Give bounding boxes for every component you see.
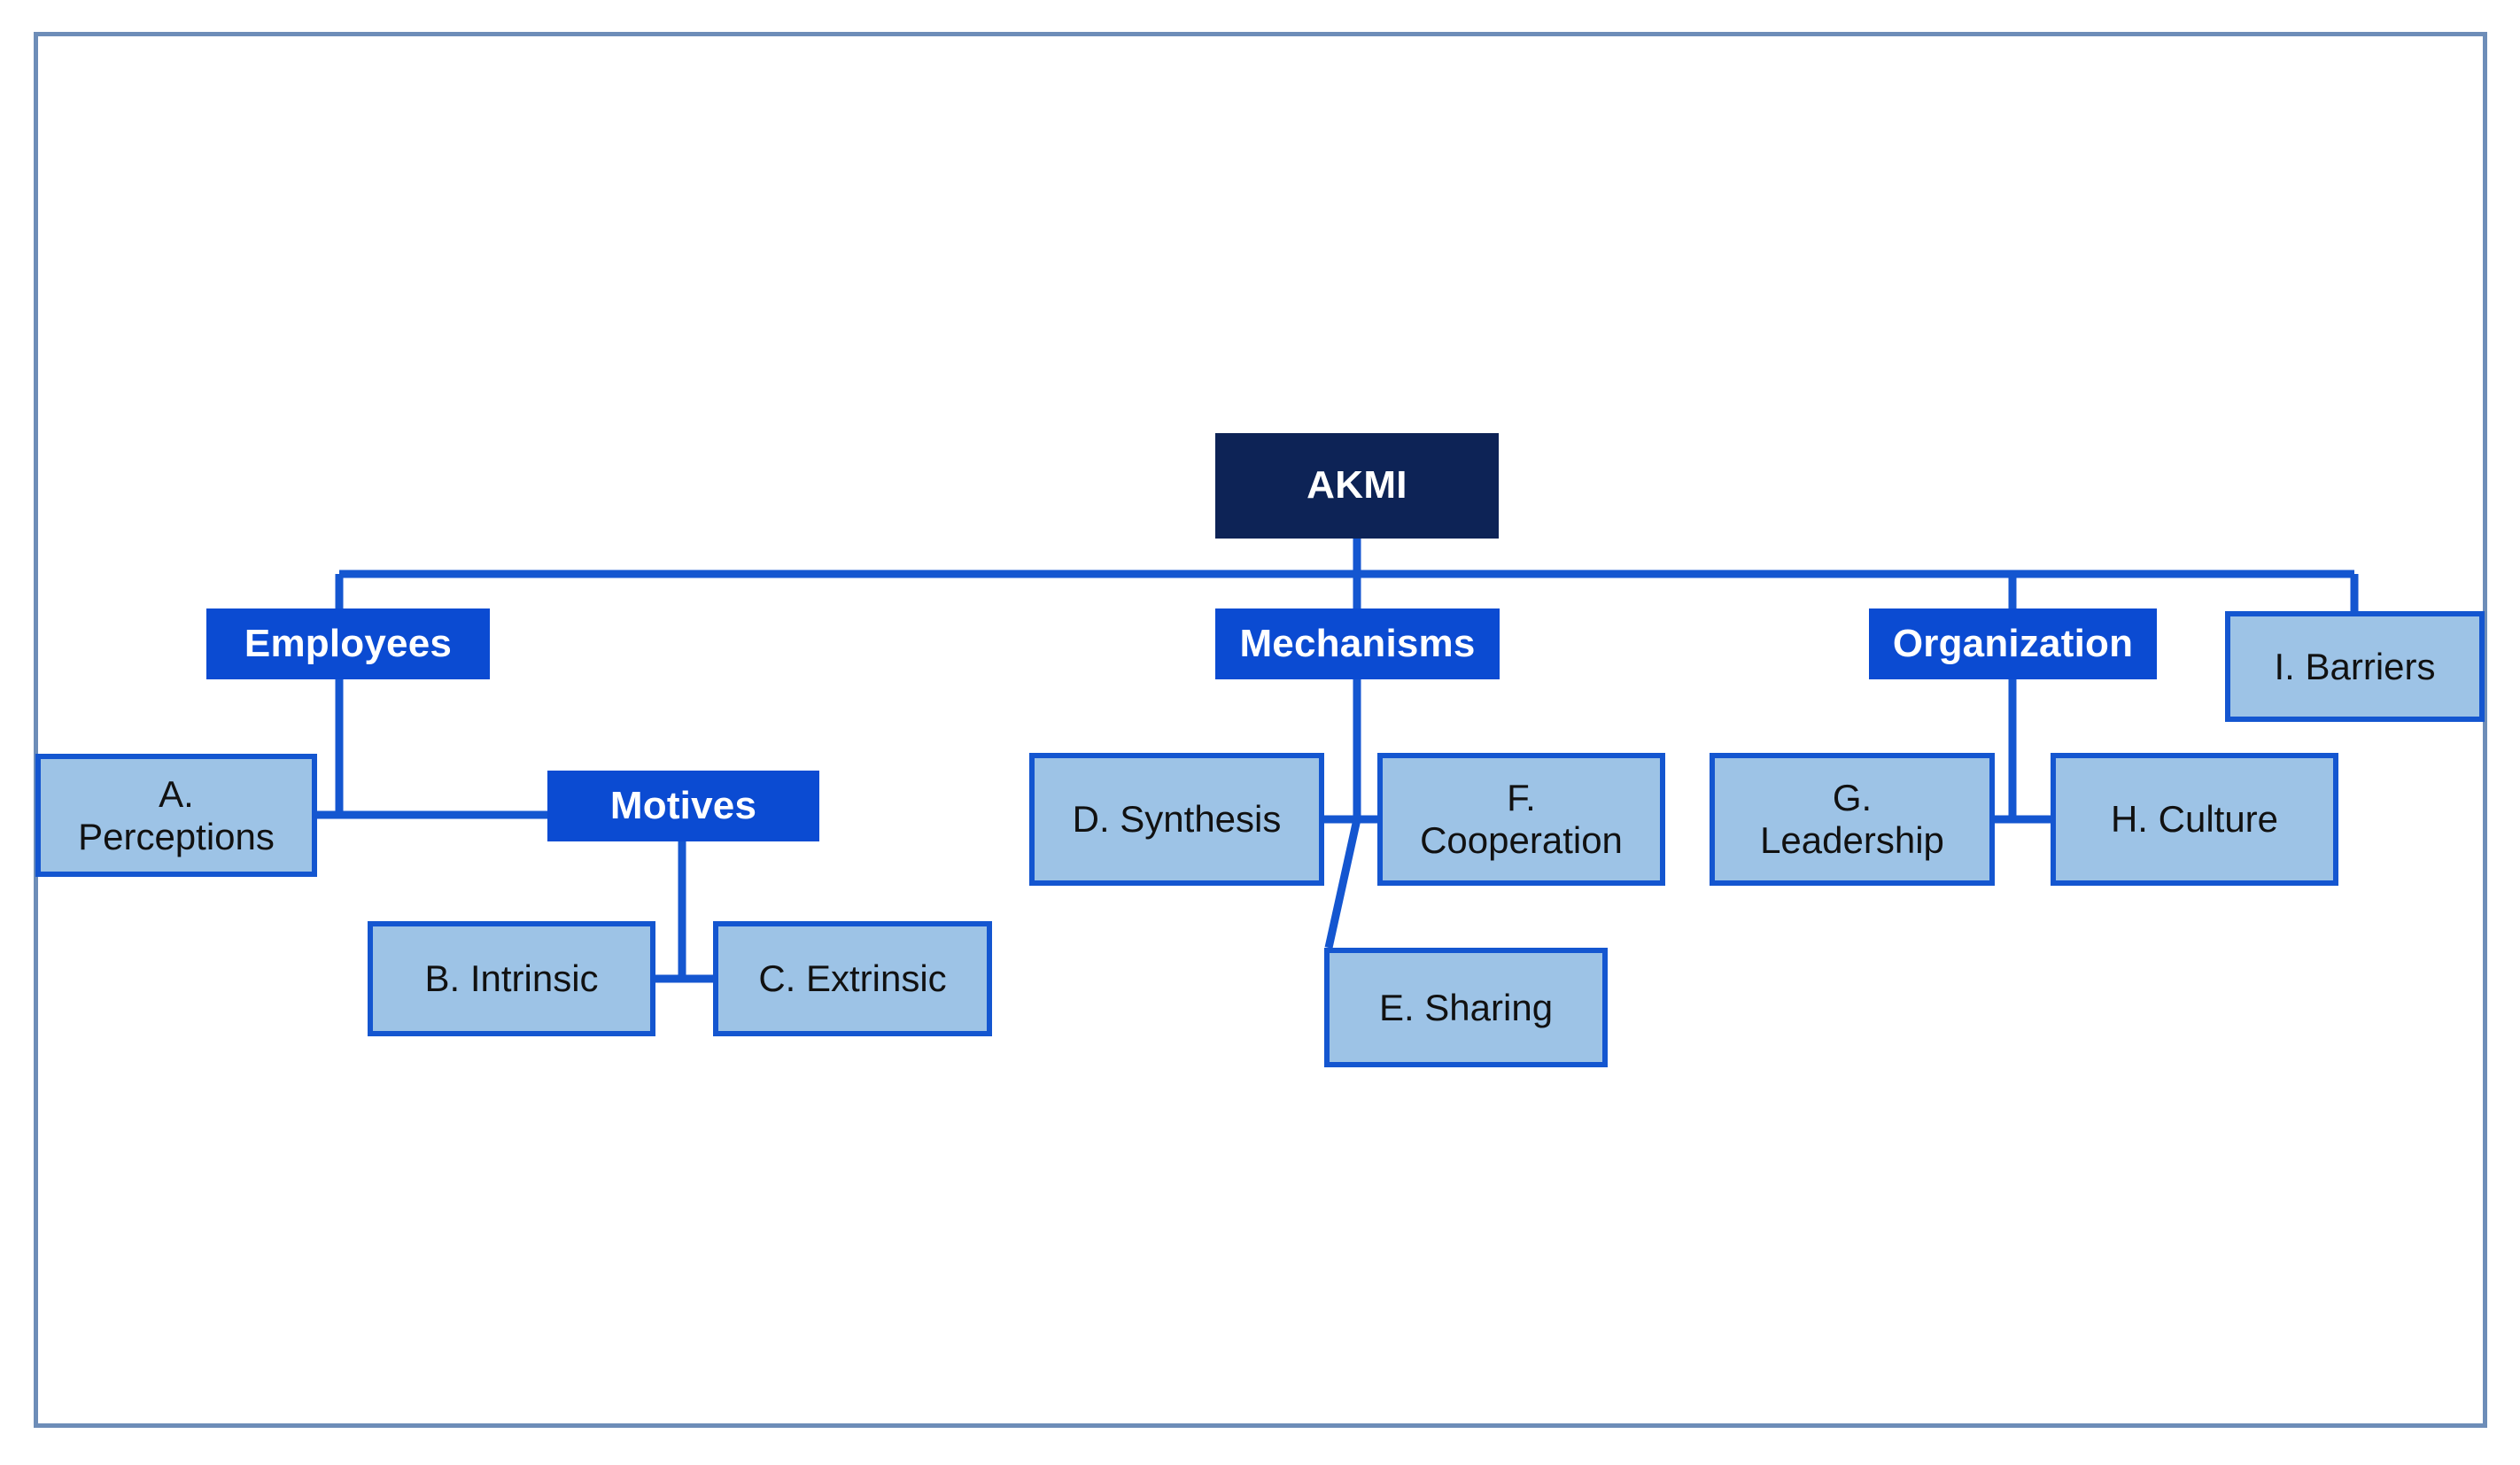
node-label-employees: Employees xyxy=(244,621,453,665)
node-e-sharing[interactable]: E. Sharing xyxy=(1324,948,1608,1067)
node-h-culture[interactable]: H. Culture xyxy=(2051,753,2338,886)
page-frame-border xyxy=(34,32,2487,1428)
node-employees[interactable]: Employees xyxy=(206,608,490,679)
node-d-synthesis[interactable]: D. Synthesis xyxy=(1029,753,1324,886)
node-f-cooperation[interactable]: F.Cooperation xyxy=(1377,753,1665,886)
node-label-akmi: AKMI xyxy=(1307,463,1407,508)
node-akmi-root[interactable]: AKMI xyxy=(1215,433,1499,539)
node-label-d-synthesis: D. Synthesis xyxy=(1072,798,1282,841)
node-label-c-extrinsic: C. Extrinsic xyxy=(758,957,947,1000)
node-label-a-perceptions: A.Perceptions xyxy=(78,772,275,857)
node-g-leadership[interactable]: G.Leadership xyxy=(1710,753,1995,886)
node-label-f-cooperation: F.Cooperation xyxy=(1420,777,1623,861)
node-i-barriers[interactable]: I. Barriers xyxy=(2225,611,2485,722)
node-label-motives: Motives xyxy=(609,783,757,827)
node-label-b-intrinsic: B. Intrinsic xyxy=(424,957,599,1000)
node-c-extrinsic[interactable]: C. Extrinsic xyxy=(713,921,992,1036)
node-b-intrinsic[interactable]: B. Intrinsic xyxy=(368,921,655,1036)
node-motives[interactable]: Motives xyxy=(547,771,819,841)
node-label-i-barriers: I. Barriers xyxy=(2274,645,2436,687)
node-label-e-sharing: E. Sharing xyxy=(1378,986,1554,1028)
node-a-perceptions[interactable]: A.Perceptions xyxy=(35,754,317,877)
node-label-mechanisms: Mechanisms xyxy=(1239,621,1476,665)
node-mechanisms[interactable]: Mechanisms xyxy=(1215,608,1500,679)
node-label-g-leadership: G.Leadership xyxy=(1760,777,1944,861)
node-organization[interactable]: Organization xyxy=(1869,608,2157,679)
node-label-organization: Organization xyxy=(1892,621,2134,665)
node-label-h-culture: H. Culture xyxy=(2110,798,2279,841)
